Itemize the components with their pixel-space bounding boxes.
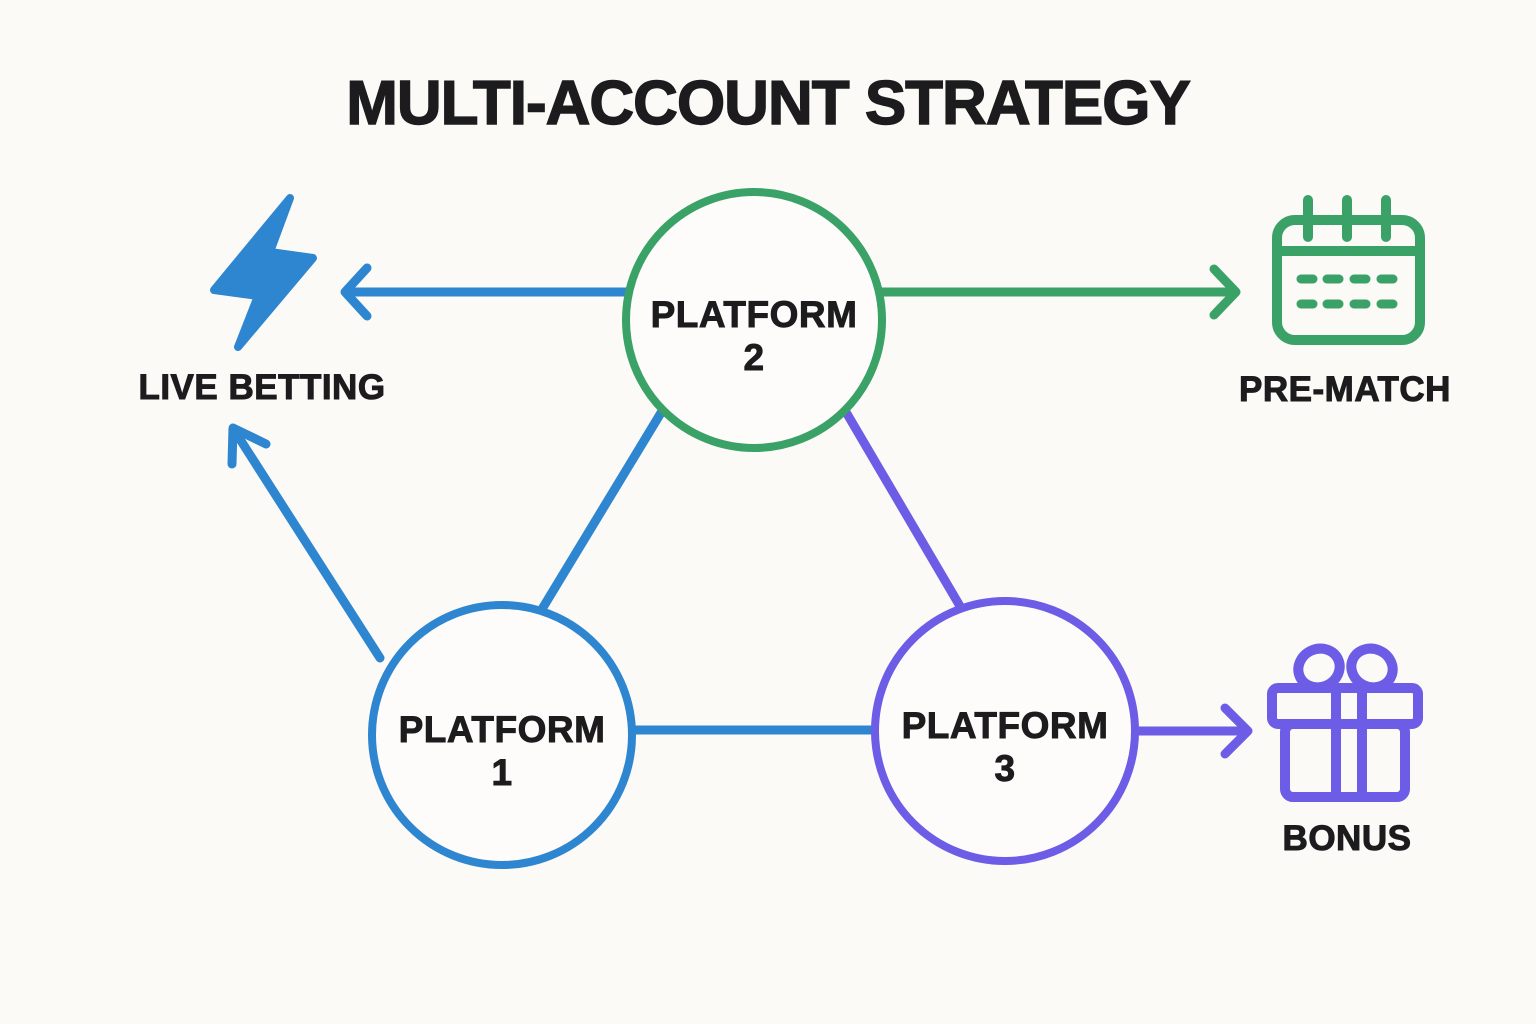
calendar-icon: [1272, 195, 1425, 345]
arrow-platform1-to-live-betting: [227, 423, 385, 663]
bonus-label: BONUS: [1282, 819, 1412, 859]
gift-icon: [1267, 643, 1423, 802]
page-title: MULTI-ACCOUNT STRATEGY: [345, 68, 1191, 138]
connection-platform2-platform3: [821, 373, 989, 652]
lightning-bolt-icon: [210, 194, 317, 351]
live-betting-label: LIVE BETTING: [138, 368, 386, 408]
platform-2-circle: [622, 188, 886, 452]
platform-1-circle: [368, 601, 636, 869]
pre-match-label: PRE-MATCH: [1239, 370, 1451, 410]
platform-3-circle: [871, 597, 1139, 865]
